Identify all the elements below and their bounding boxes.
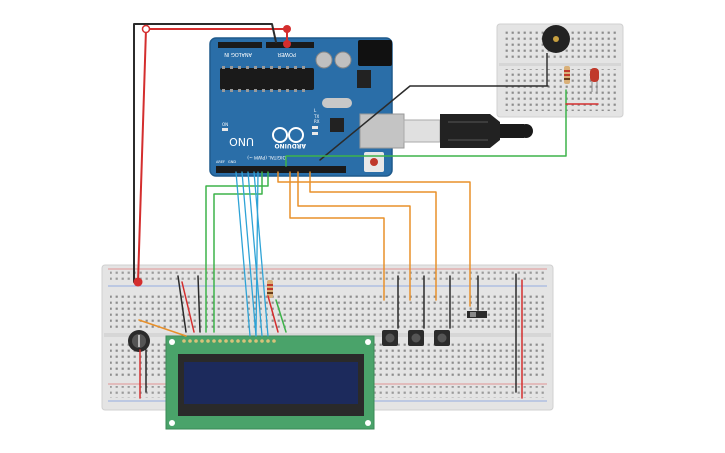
junction-dot <box>133 277 143 287</box>
usb-cable <box>403 114 533 148</box>
tx-label: TX <box>313 114 319 119</box>
red-led <box>590 68 599 92</box>
junction-dot <box>283 40 291 48</box>
analog-header <box>218 42 262 48</box>
board-brand: ARDUINO <box>275 142 306 149</box>
on-label: ON <box>222 122 228 127</box>
atmega-chip <box>220 68 314 90</box>
lcd-16x2 <box>165 335 375 430</box>
power-label: POWER <box>277 51 296 57</box>
board-model: UNO <box>229 135 254 148</box>
usb-port <box>359 113 405 149</box>
power-jack <box>358 40 392 66</box>
infinity-logo-icon <box>272 127 288 143</box>
potentiometer[interactable] <box>128 330 150 352</box>
push-button-3[interactable] <box>434 330 450 346</box>
rx-label: RX <box>314 119 320 124</box>
arduino-uno-board: ARDUINO UNO POWER ANALOG IN DIGITAL (PWM… <box>209 37 405 177</box>
slide-switch[interactable] <box>467 311 487 318</box>
mini-breadboard <box>496 23 624 118</box>
digital-label: DIGITAL (PWM ~) <box>247 154 286 160</box>
junction-dot <box>283 25 291 33</box>
junction-dot <box>141 24 151 34</box>
push-button-2[interactable] <box>408 330 424 346</box>
digital-header <box>216 166 346 173</box>
gnd-label: GND <box>228 160 236 164</box>
piezo-buzzer <box>542 25 570 86</box>
aref-label: AREF <box>216 160 225 164</box>
resistor-lcd <box>267 280 273 298</box>
lcd-screen <box>184 362 358 404</box>
analog-label: ANALOG IN <box>224 51 252 57</box>
l-label: L <box>314 108 317 113</box>
resistor-mini <box>564 66 570 84</box>
push-button-1[interactable] <box>382 330 398 346</box>
